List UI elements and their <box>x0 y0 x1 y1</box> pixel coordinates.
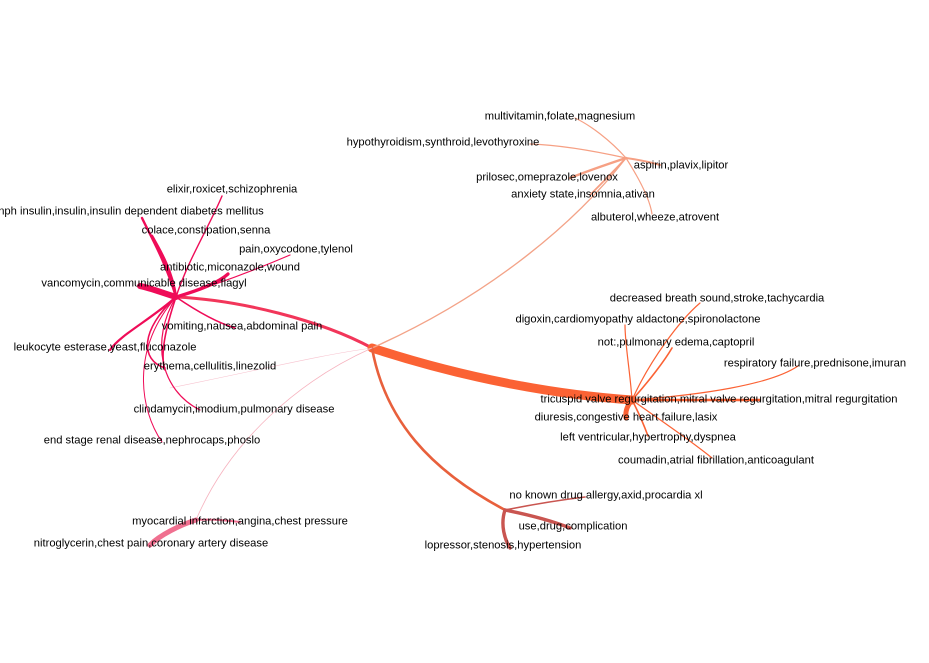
edge-or-coumadin <box>631 399 713 459</box>
node-label-anxiety: anxiety state,insomnia,ativan <box>511 188 655 201</box>
edge-or-respiratory <box>631 365 799 401</box>
edge-top-aspirin <box>625 157 661 166</box>
node-label-lopressor: lopressor,stenosis,hypertension <box>424 539 582 552</box>
edge-center-top <box>371 157 627 349</box>
edge-or-decreased <box>631 302 701 401</box>
node-label-nka: no known drug allergy,axid,procardia xl <box>509 489 703 502</box>
node-label-leukocyte: leukocyte esterase,yeast,fluconazole <box>13 341 197 354</box>
node-label-insulin: nph insulin,insulin,insulin dependent di… <box>0 205 264 218</box>
edge-or-diuresis <box>623 397 635 421</box>
edge-or-leftventricular <box>631 399 649 437</box>
node-label-digoxin: digoxin,cardiomyopathy aldactone,spirono… <box>515 313 761 326</box>
node-label-hypothyroidism: hypothyroidism,synthroid,levothyroxine <box>346 136 540 149</box>
node-label-albuterol: albuterol,wheeze,atrovent <box>590 211 720 224</box>
node-label-notpulm: not:,pulmonary edema,captopril <box>597 336 755 349</box>
edge-pink-antibiotic <box>174 272 230 299</box>
node-label-clindamycin: clindamycin,imodium,pulmonary disease <box>133 403 335 416</box>
edge-or-digoxin <box>624 324 633 401</box>
node-label-diuresis: diuresis,congestive heart failure,lasix <box>534 411 718 424</box>
edge-pink-elixir <box>175 195 223 298</box>
edge-or-notpulm <box>631 347 673 401</box>
edge-center-orange <box>367 343 637 405</box>
edge-top-multivitamin <box>574 117 627 159</box>
edge-pink-vancomycin <box>137 283 179 300</box>
node-label-usedrug: use,drug,complication <box>518 520 628 533</box>
edge-mi-myocardial <box>195 518 241 523</box>
node-label-antibiotic: antibiotic,miconazole,wound <box>160 261 300 274</box>
node-label-multivitamin: multivitamin,folate,magnesium <box>484 110 636 123</box>
edge-top-albuterol <box>625 157 653 215</box>
node-label-prilosec: prilosec,omeprazole,lovenox <box>476 171 618 184</box>
edge-use-lopressor <box>501 508 512 550</box>
node-label-nitroglycerin: nitroglycerin,chest pain,coronary artery… <box>33 537 269 550</box>
node-label-aspirin: aspirin,plavix,lipitor <box>633 159 729 172</box>
edge-pink-loop <box>146 296 177 369</box>
node-label-elixir: elixir,roxicet,schizophrenia <box>166 183 298 196</box>
edge-use-nka <box>504 496 586 511</box>
edge-center-use <box>370 346 507 512</box>
node-label-decreased: decreased breath sound,stroke,tachycardi… <box>609 292 825 305</box>
node-label-leftventricular: left ventricular,hypertrophy,dyspnea <box>560 431 736 444</box>
node-label-erythema: erythema,cellulitis,linezolid <box>143 360 277 373</box>
node-label-vancomycin: vancomycin,communicable disease,flagyl <box>41 277 247 290</box>
node-label-endstage: end stage renal disease,nephrocaps,phosl… <box>43 434 261 447</box>
edge-center-leukocyte <box>169 347 373 389</box>
edge-use-usedrug <box>503 508 572 530</box>
edge-pink-endstage <box>143 296 177 443</box>
node-label-pain: pain,oxycodone,tylenol <box>239 243 353 256</box>
edge-pink-vomiting <box>175 296 236 329</box>
node-label-myocardial: myocardial infarction,angina,chest press… <box>132 515 348 528</box>
edge-top-anxiety <box>589 157 627 196</box>
edge-top-prilosec <box>568 156 628 180</box>
edge-center-pink <box>174 295 374 350</box>
node-label-vomiting: vomiting,nausea,abdominal pain <box>161 320 323 333</box>
node-label-colace: colace,constipation,senna <box>141 224 271 237</box>
node-label-coumadin: coumadin,atrial fibrillation,anticoagula… <box>618 454 814 467</box>
edge-mi-nitro <box>147 517 199 548</box>
node-label-respiratory: respiratory failure,prednisone,imuran <box>723 357 907 370</box>
edge-pink-colace <box>150 234 178 299</box>
edge-top-hypothyroidism <box>529 143 627 159</box>
edge-center-mi <box>195 347 373 521</box>
edge-pink-clindamycin <box>161 296 201 411</box>
node-label-tricuspid: tricuspid valve regurgitation,mitral val… <box>540 393 898 406</box>
